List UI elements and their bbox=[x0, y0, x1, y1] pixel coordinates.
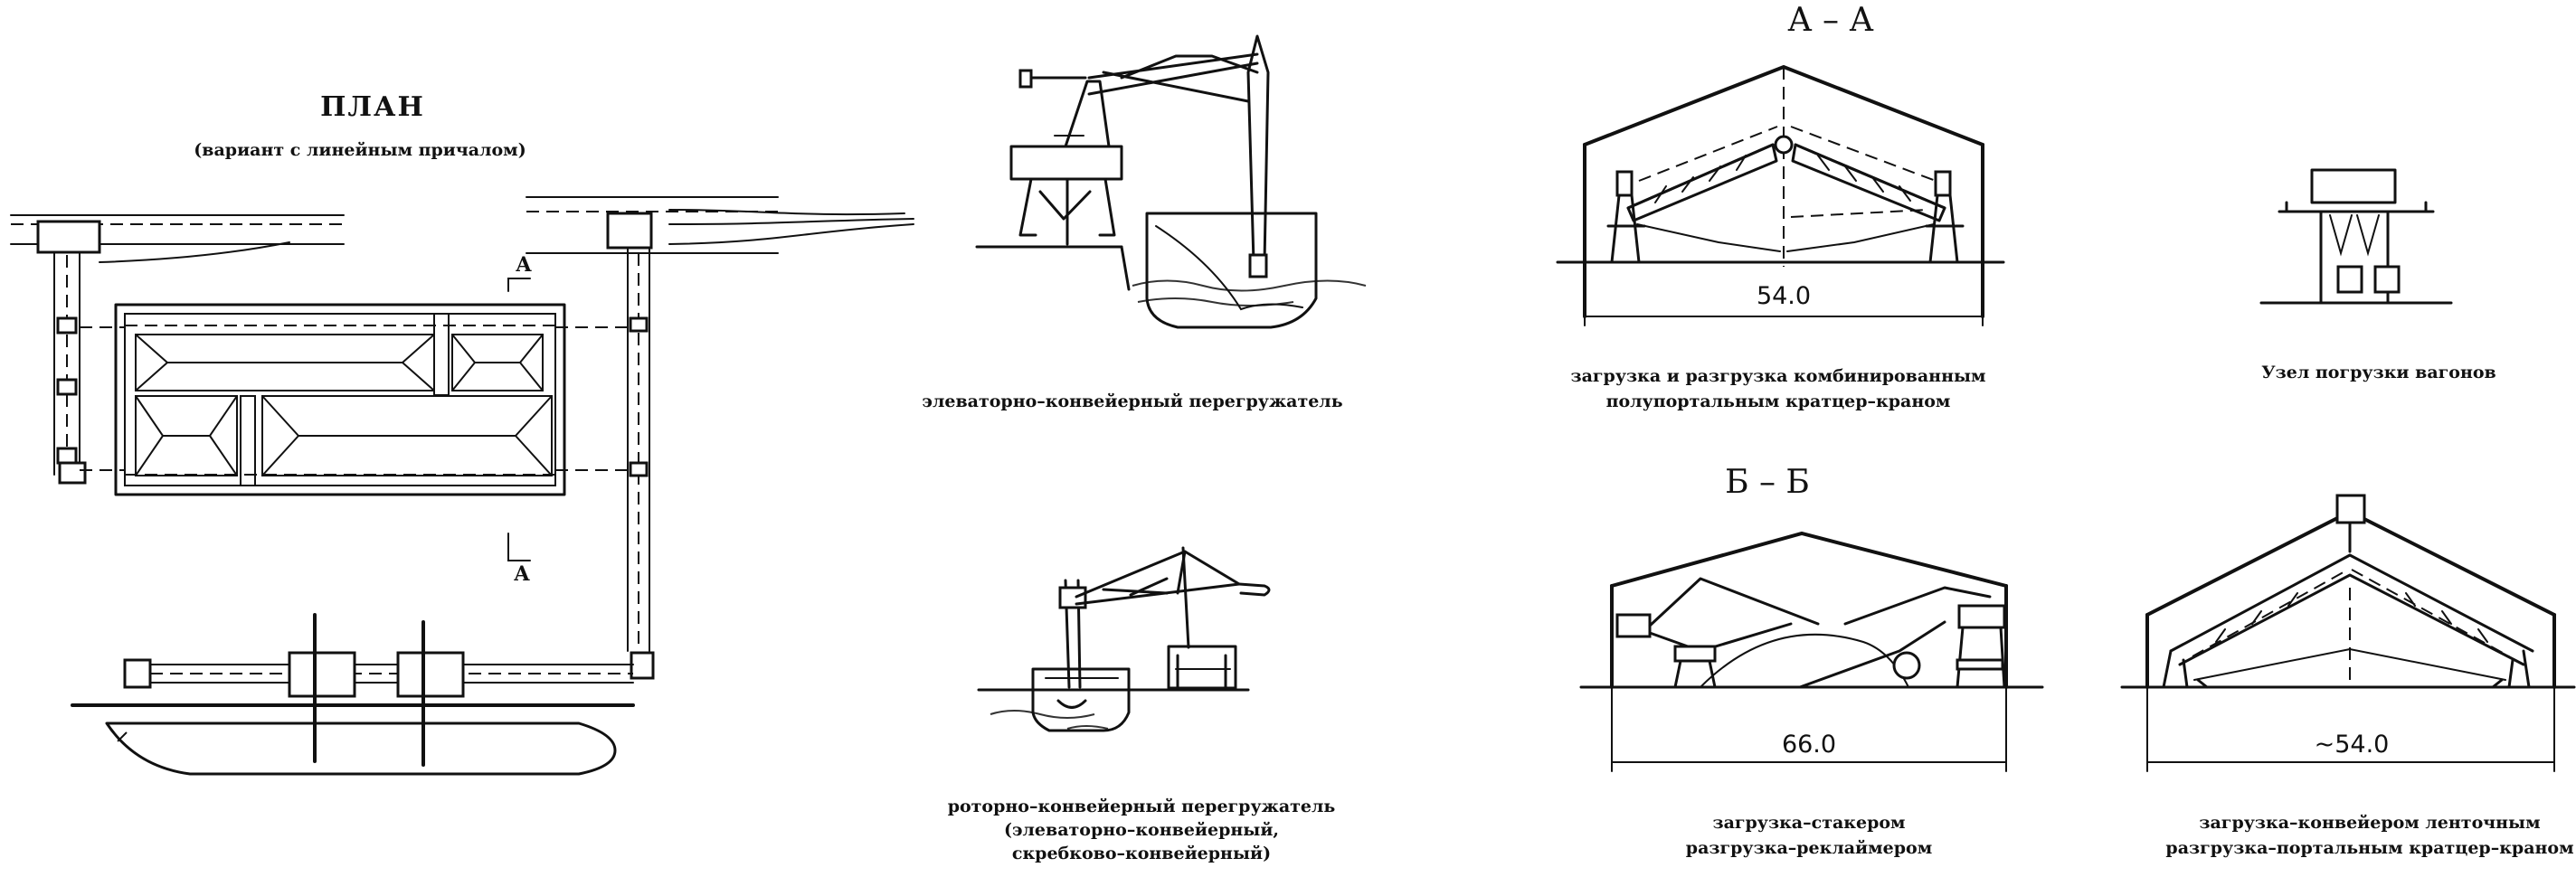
ship-loader-2 bbox=[396, 651, 465, 698]
section-a-a-caption-2: полупортальным кратцер–краном bbox=[1606, 391, 1951, 411]
section-conveyor-caption-2: разгрузка–портальным кратцер–краном bbox=[2165, 838, 2573, 858]
top-feed-box bbox=[2335, 494, 2366, 524]
ship-loader-1 bbox=[288, 651, 356, 698]
warehouse-plan: А А bbox=[80, 253, 628, 586]
wagon-node-caption: Узел погрузки вагонов bbox=[2261, 363, 2496, 382]
stacker-cab bbox=[1615, 613, 1652, 638]
section-conveyor-span: ~54.0 bbox=[2315, 731, 2390, 759]
section-b-b: Б – Б 66.0 загрузка–стакером разгрузка–р… bbox=[1579, 464, 2044, 858]
plan-cut-mark-top: А bbox=[516, 253, 532, 277]
section-conveyor-caption-1: загрузка–конвейером ленточным bbox=[2199, 813, 2540, 833]
ship-hull-section bbox=[1145, 212, 1318, 329]
elevator-conveyor-caption: элеваторно–конвейерный перегружатель bbox=[922, 391, 1342, 411]
plan-cut-mark-bottom: А bbox=[514, 562, 530, 586]
berth-and-ship bbox=[71, 613, 635, 776]
small-ship-hull bbox=[1031, 667, 1131, 732]
left-rail-tracks bbox=[10, 214, 345, 485]
rotor-conveyor-caption-1: роторно–конвейерный перегружатель bbox=[948, 797, 1336, 816]
section-a-a-title: А – А bbox=[1787, 2, 1873, 39]
reclaimer-wheel bbox=[1892, 651, 1921, 680]
rotor-conveyor-caption-3: скребково–конвейерный) bbox=[1012, 844, 1271, 863]
right-conveyor-end bbox=[630, 651, 655, 680]
section-b-b-caption-2: разгрузка–реклаймером bbox=[1686, 838, 1932, 858]
wagon-loading-node: Узел погрузки вагонов bbox=[2259, 168, 2496, 382]
left-conveyor-end bbox=[58, 461, 87, 485]
plan-subtitle: (вариант с линейным причалом) bbox=[194, 140, 526, 160]
right-rail-tracks bbox=[526, 196, 914, 680]
plan-view: ПЛАН (вариант с линейным причалом) bbox=[10, 91, 914, 776]
section-b-b-caption-1: загрузка–стакером bbox=[1712, 813, 1905, 833]
elevator-conveyor-unloader: элеваторно–конвейерный перегружатель bbox=[922, 34, 1367, 411]
right-transfer-tower bbox=[606, 212, 653, 250]
crane-machinery-box bbox=[1009, 145, 1123, 181]
section-conveyor-loaded: ~54.0 загрузка–конвейером ленточным разг… bbox=[2120, 494, 2576, 858]
section-b-b-title: Б – Б bbox=[1725, 464, 1810, 501]
left-transfer-tower bbox=[36, 220, 101, 254]
rotor-conveyor-unloader: роторно–конвейерный перегружатель (элева… bbox=[948, 546, 1336, 863]
section-a-a-caption-1: загрузка и разгрузка комбинированным bbox=[1570, 366, 1985, 386]
ship-hull-plan bbox=[105, 721, 617, 776]
section-a-a-span: 54.0 bbox=[1757, 282, 1811, 310]
portal-base bbox=[1167, 645, 1237, 690]
rotor-conveyor-caption-2: (элеваторно–конвейерный, bbox=[1004, 820, 1279, 840]
section-b-b-span: 66.0 bbox=[1782, 731, 1836, 759]
plan-title: ПЛАН bbox=[320, 91, 425, 123]
section-a-a: А – А 54.0 загрузка и разгрузка комбинир… bbox=[1556, 2, 2005, 411]
